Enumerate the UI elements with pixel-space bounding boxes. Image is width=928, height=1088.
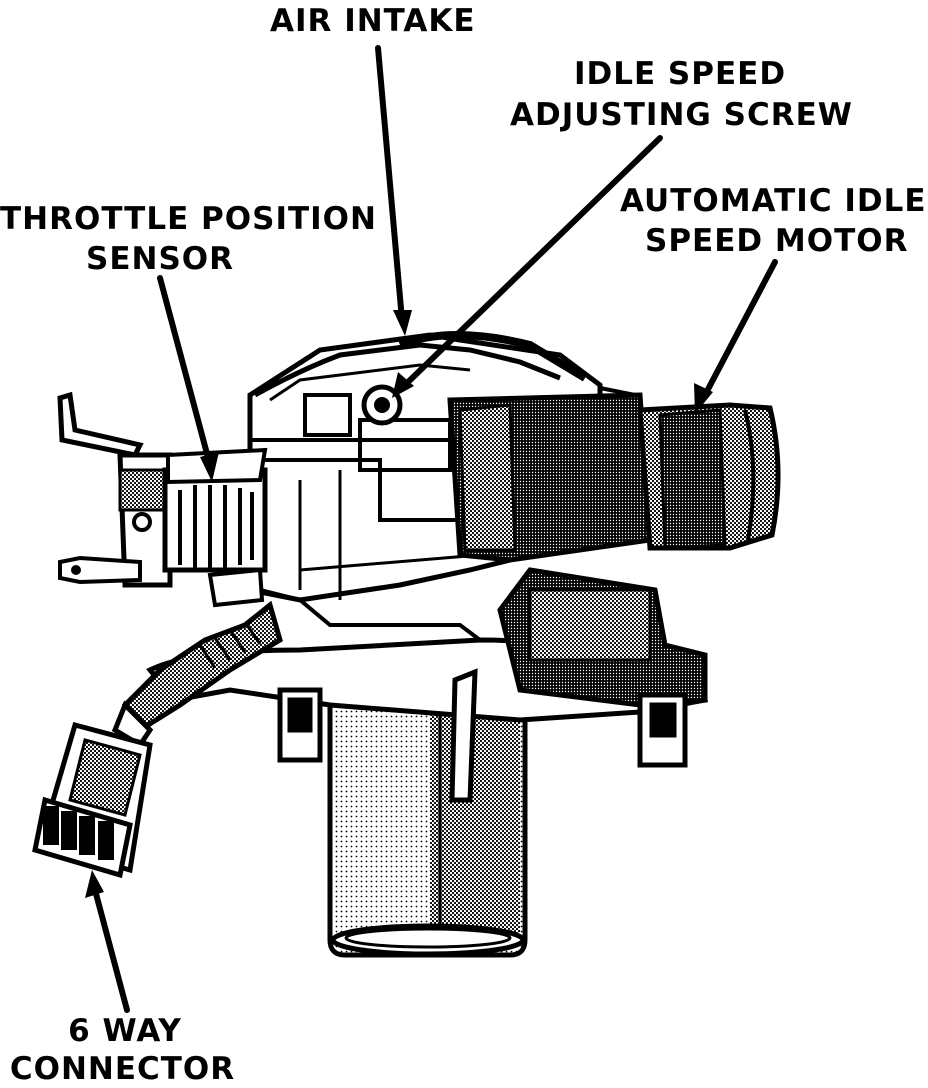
label-idle-speed-adjusting-screw-line1: IDLE SPEED: [573, 56, 787, 92]
wire-harness: [111, 600, 283, 749]
label-throttle-position-sensor-line2: SENSOR: [86, 241, 234, 277]
idle-speed-motor: [447, 386, 781, 563]
label-automatic-idle-speed-motor-line2: SPEED MOTOR: [645, 223, 909, 259]
label-idle-speed-adjusting-screw-line2: ADJUSTING SCREW: [510, 97, 853, 133]
mounting-flange: [146, 567, 709, 803]
label-six-way-connector-line2: CONNECTOR: [9, 1051, 236, 1087]
label-automatic-idle-speed-motor-line1: AUTOMATIC IDLE: [620, 183, 927, 219]
label-six-way-connector-line1: 6 WAY: [68, 1013, 182, 1049]
six-way-connector: [32, 721, 153, 879]
outlet-tube: [327, 687, 528, 958]
label-throttle-position-sensor-line1: THROTTLE POSITION: [0, 201, 377, 237]
label-air-intake: AIR INTAKE: [270, 3, 476, 39]
leader-lines: [85, 45, 778, 1013]
throttle-position-sensor: [57, 391, 268, 608]
